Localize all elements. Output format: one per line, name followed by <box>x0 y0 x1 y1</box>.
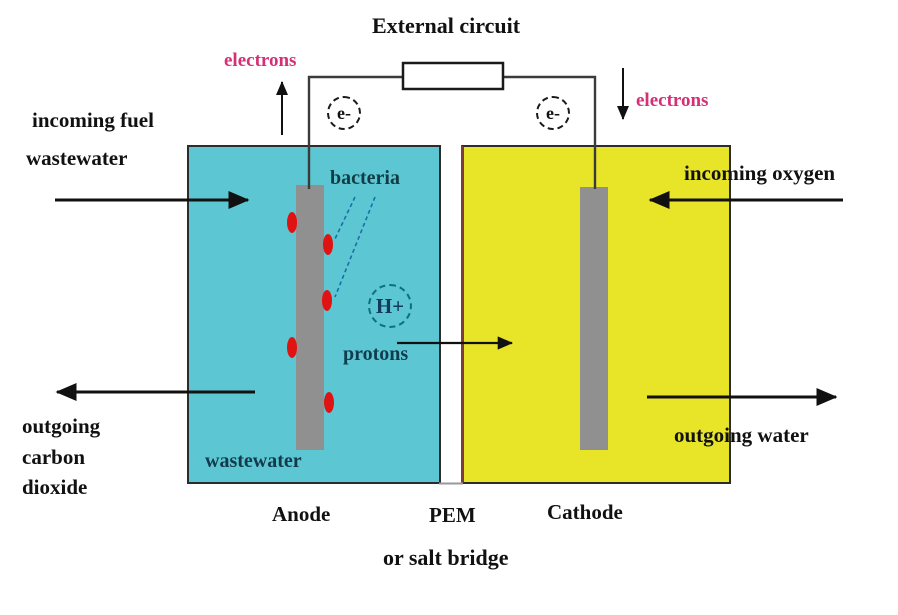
bacteria-dot <box>324 392 334 413</box>
proton-badge: H+ <box>368 284 412 328</box>
electron-symbol: e- <box>546 102 560 123</box>
diagram-title: External circuit <box>372 13 521 38</box>
outgoing-co2-label-line2: carbon <box>22 445 85 469</box>
outgoing-water-label: outgoing water <box>674 423 809 447</box>
incoming-fuel-label-line1: incoming fuel <box>32 108 154 132</box>
electron-symbol: e- <box>337 102 351 123</box>
bacteria-dot <box>323 234 333 255</box>
pem-label: PEM <box>429 503 476 527</box>
electron-badge-right: e- <box>536 96 570 130</box>
bacteria-dot <box>322 290 332 311</box>
resistor <box>401 61 505 91</box>
outgoing-co2-label-line3: dioxide <box>22 475 88 499</box>
electron-badge-left: e- <box>327 96 361 130</box>
incoming-oxygen-label: incoming oxygen <box>684 161 836 185</box>
anode-electrode <box>296 185 324 450</box>
bacteria-dot <box>287 337 297 358</box>
anode-label: Anode <box>272 502 331 526</box>
protons-label: protons <box>343 343 409 365</box>
proton-symbol: H+ <box>375 293 405 318</box>
electrons-label-right: electrons <box>636 90 709 111</box>
bacteria-dot <box>287 212 297 233</box>
cathode-label: Cathode <box>547 500 623 524</box>
bacteria-label: bacteria <box>330 167 400 189</box>
wastewater-chamber-label: wastewater <box>205 450 302 472</box>
incoming-fuel-label-line2: wastewater <box>26 146 128 170</box>
cathode-electrode <box>580 187 608 450</box>
outgoing-co2-label-line1: outgoing <box>22 414 101 438</box>
electrons-label-left: electrons <box>224 50 297 71</box>
salt-bridge-label: or salt bridge <box>383 545 509 570</box>
